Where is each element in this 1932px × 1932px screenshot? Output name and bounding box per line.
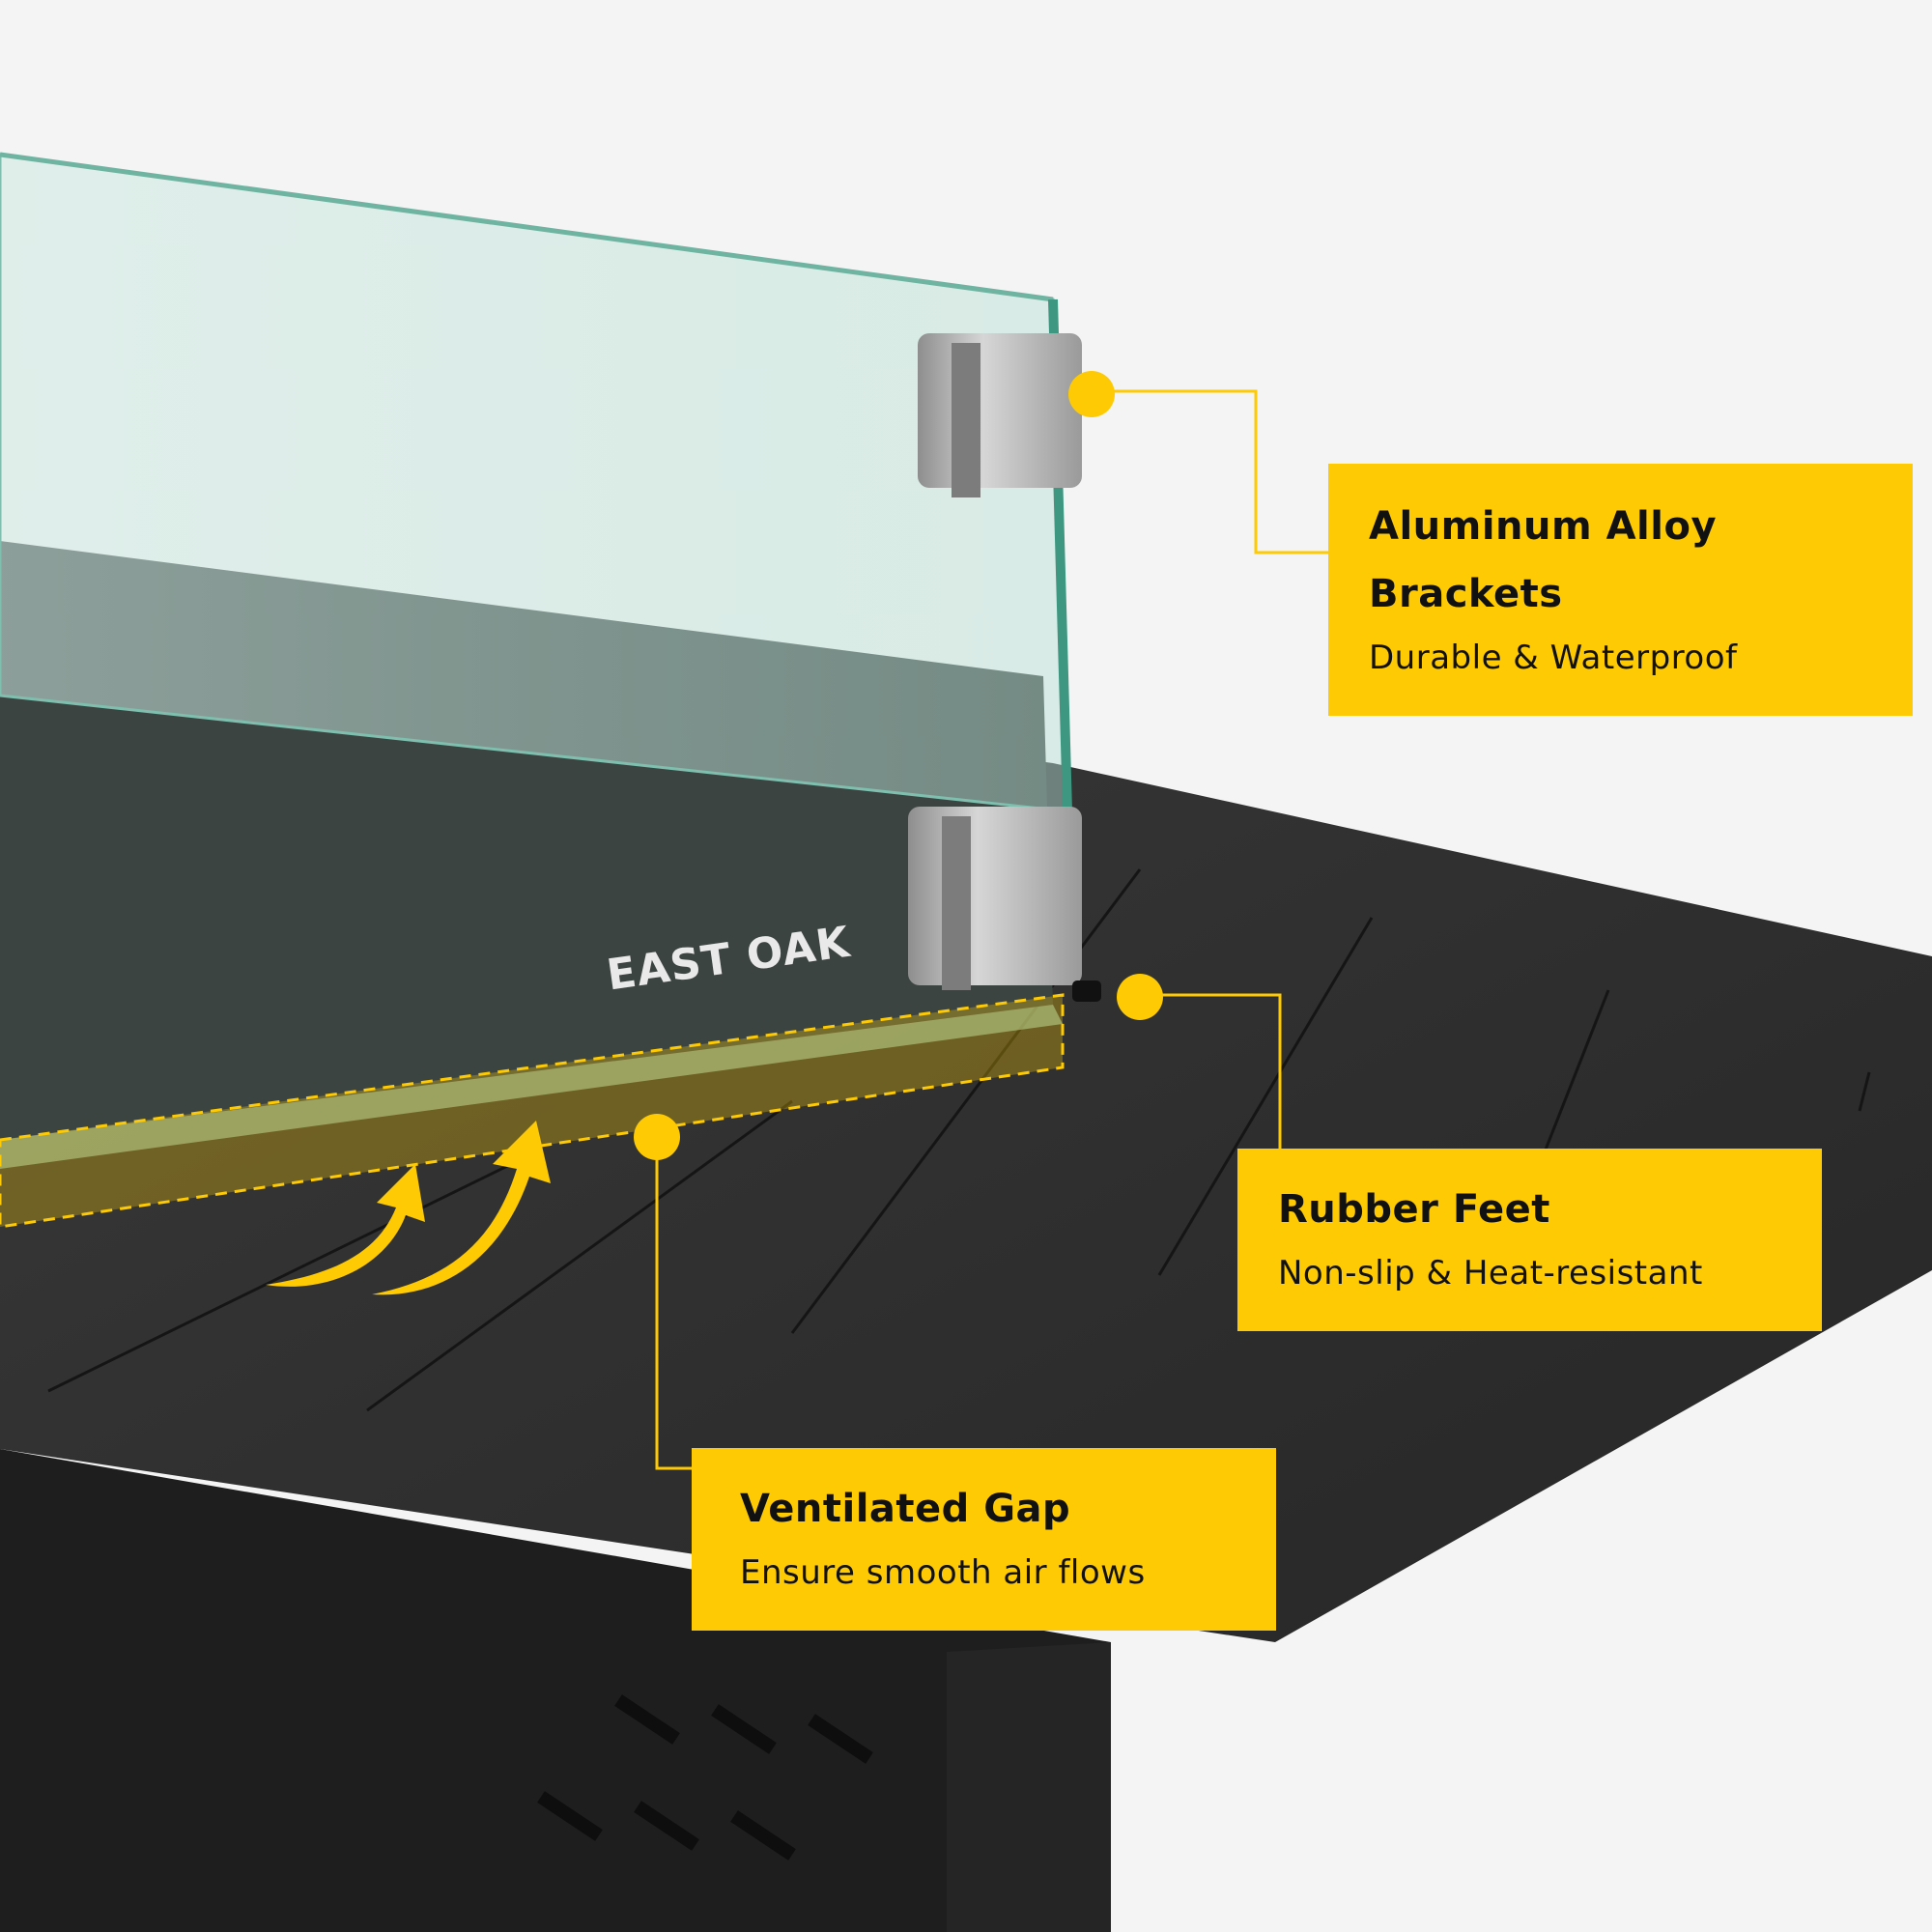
callout-title: Aluminum Alloy — [1369, 504, 1718, 549]
upper-aluminum-bracket — [918, 333, 1082, 497]
airflow-arrow-icon — [266, 1164, 425, 1287]
callout-rubber-feet: Rubber Feet Non-slip & Heat-resistant — [1237, 1149, 1822, 1331]
callout-ventilated-gap: Ventilated Gap Ensure smooth air flows — [692, 1448, 1276, 1631]
glass-wind-guard — [0, 153, 1069, 813]
table-apron — [0, 1449, 1111, 1932]
table-slots — [47, 868, 1871, 1412]
callout-aluminum-brackets: Aluminum Alloy Brackets Durable & Waterp… — [1328, 464, 1913, 716]
apron-vents — [537, 1694, 873, 1861]
leader-line-gap — [655, 1135, 692, 1470]
callout-title-line2: Brackets — [1369, 572, 1563, 616]
callout-subtitle: Non-slip & Heat-resistant — [1278, 1254, 1703, 1293]
table-leg — [947, 1642, 1111, 1932]
callout-dot-icon — [1068, 371, 1115, 417]
callout-title: Rubber Feet — [1278, 1187, 1550, 1232]
glass-base-panel — [0, 1005, 1063, 1169]
callout-subtitle: Durable & Waterproof — [1369, 639, 1738, 677]
callout-subtitle: Ensure smooth air flows — [740, 1553, 1146, 1592]
ventilated-gap-highlight — [0, 993, 1065, 1229]
lower-aluminum-bracket — [908, 807, 1082, 990]
airflow-arrow-icon — [372, 1121, 551, 1295]
callout-dot-icon — [634, 1114, 680, 1160]
leader-line-feet — [1140, 993, 1282, 1149]
callout-dot-icon — [1117, 974, 1163, 1020]
leader-line-brackets — [1092, 389, 1328, 554]
callout-title: Ventilated Gap — [740, 1487, 1071, 1531]
rubber-foot — [1072, 980, 1101, 1002]
